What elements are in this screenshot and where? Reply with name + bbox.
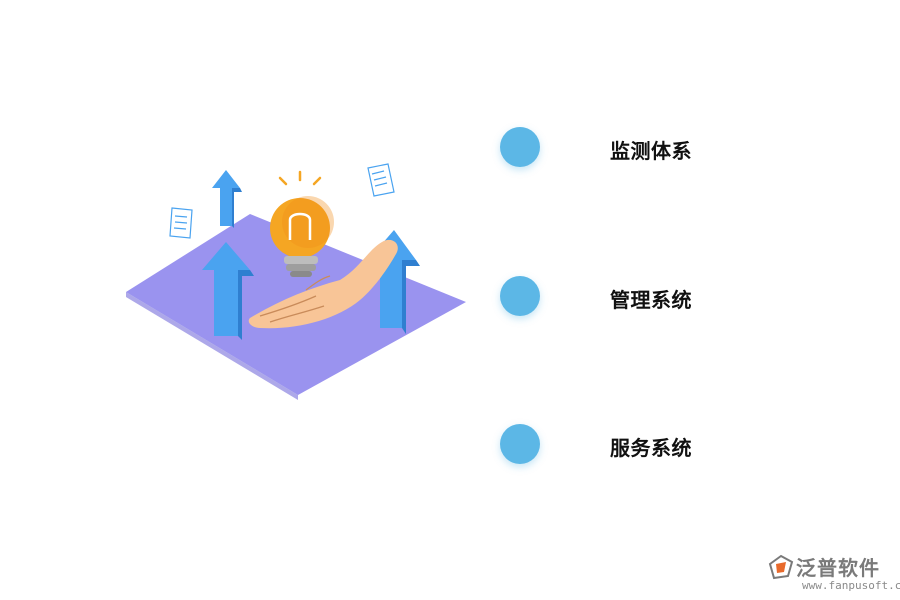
brand-logo: 泛普软件 www.fanpusoft.com xyxy=(768,552,900,596)
list-item-label: 服务系统 xyxy=(610,436,692,460)
list-item-service: 服务系统 xyxy=(500,422,760,466)
bullet-dot xyxy=(500,127,540,167)
hand-icon xyxy=(248,239,398,329)
list-item-management: 管理系统 xyxy=(500,274,760,318)
document-icon xyxy=(367,163,395,197)
arrow-up-icon xyxy=(212,170,242,228)
list-item-label: 管理系统 xyxy=(610,288,692,312)
list-item-label: 监测体系 xyxy=(610,139,692,163)
brand-name: 泛普软件 xyxy=(796,556,880,580)
list-item-monitoring: 监测体系 xyxy=(500,125,760,169)
lightbulb-icon xyxy=(270,170,334,277)
bullet-dot xyxy=(500,424,540,464)
logo-icon xyxy=(768,554,794,580)
document-icon xyxy=(169,207,193,239)
brand-url: www.fanpusoft.com xyxy=(802,579,900,592)
bullet-dot xyxy=(500,276,540,316)
hero-illustration xyxy=(126,163,466,400)
arrow-up-icon xyxy=(202,242,254,340)
